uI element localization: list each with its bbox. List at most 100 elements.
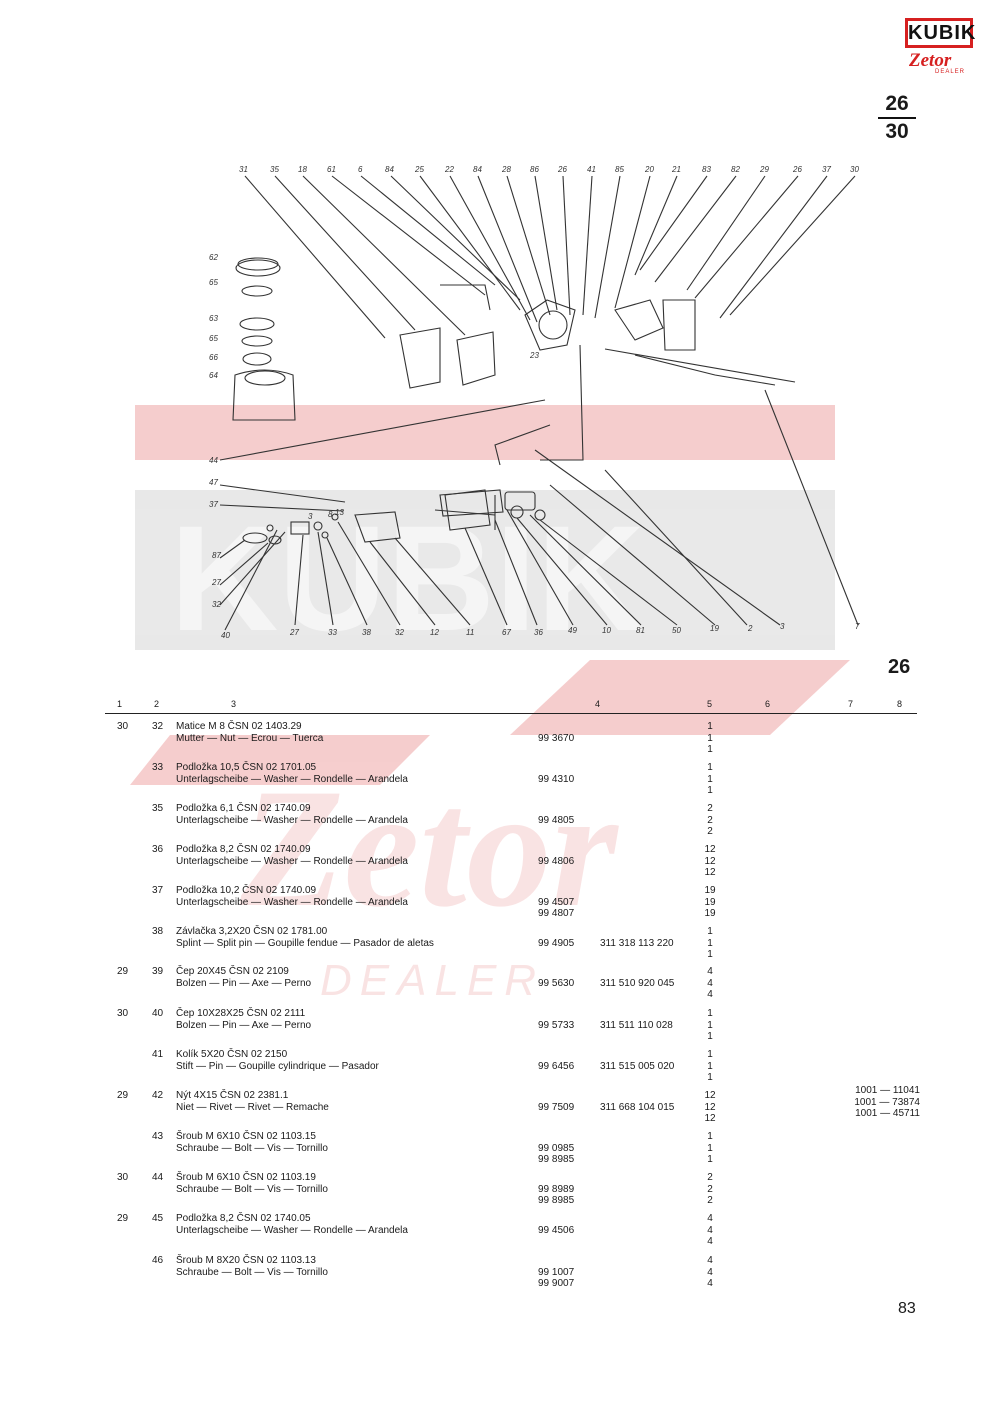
part-number: 99 4805	[538, 815, 598, 827]
alt-part-number-value: 311 510 920 045	[600, 977, 675, 989]
part-number: 99 7509	[538, 1102, 598, 1114]
quantity-value: 2	[707, 814, 713, 826]
callout-top-20: 26	[792, 165, 802, 174]
callout-bottom-6: 11	[466, 628, 474, 637]
part-number: 99 3670	[538, 733, 598, 745]
part-number: 99 4310	[538, 774, 598, 786]
callout-top-1: 31	[239, 165, 248, 174]
position-number: 37	[152, 885, 164, 896]
callout-top-10: 28	[501, 165, 511, 174]
part-name: Podložka 8,2 ČSN 02 1740.05	[176, 1213, 311, 1224]
callout-top-17: 83	[702, 165, 711, 174]
callout-top-22: 30	[850, 165, 859, 174]
page-reference: 26 30	[878, 92, 916, 144]
quantity-value: 4	[707, 1224, 713, 1236]
callout-bottom-11: 81	[636, 626, 645, 635]
watermark-sub: Zetor	[239, 754, 620, 942]
part-translation: Unterlagscheibe — Washer — Rondelle — Ar…	[176, 1224, 408, 1236]
quantity-value: 1	[707, 1154, 713, 1165]
part-translation: Bolzen — Pin — Axe — Perno	[176, 977, 312, 989]
position-number: 41	[152, 1049, 164, 1060]
serial-range-value: 1001 — 45711	[855, 1108, 920, 1119]
callout-left-6: 64	[209, 371, 218, 380]
callout-bottom-4: 32	[395, 628, 404, 637]
quantity-value: 2	[707, 803, 713, 814]
part-number-value: 99 0985	[538, 1142, 575, 1154]
part-number-value: 99 8989	[538, 1183, 575, 1195]
callout-top-12: 26	[557, 165, 567, 174]
quantity-value: 12	[704, 844, 716, 855]
part-translation: Splint — Split pin — Goupille fendue — P…	[176, 937, 434, 949]
callout-top-13: 41	[587, 165, 596, 174]
callout-bottom-14: 2	[747, 624, 753, 633]
callout-top-18: 82	[731, 165, 740, 174]
callout-bottom-16: 7	[855, 622, 860, 631]
callout-top-3: 18	[298, 165, 307, 174]
part-name: Šroub M 6X10 ČSN 02 1103.19	[176, 1172, 316, 1183]
quantity-value: 1	[707, 1131, 713, 1142]
position-number: 42	[152, 1090, 164, 1101]
group-number: 29	[117, 966, 129, 977]
quantity-value: 1	[707, 732, 713, 744]
part-name: Podložka 6,1 ČSN 02 1740.09	[176, 803, 311, 814]
quantity-value: 1	[707, 1060, 713, 1072]
position-number: 36	[152, 844, 164, 855]
part-number-value: 99 6456	[538, 1060, 575, 1072]
part-number-value: 99 4506	[538, 1224, 575, 1236]
part-translation: Schraube — Bolt — Vis — Tornillo	[176, 1183, 328, 1195]
header-rule	[105, 713, 917, 714]
part-number-value: 99 7509	[538, 1101, 575, 1113]
part-translation: Mutter — Nut — Ecrou — Tuerca	[176, 732, 324, 744]
position-number: 39	[152, 966, 164, 977]
callout-inner-1: 3	[308, 512, 313, 521]
quantity-value: 1	[707, 949, 713, 960]
quantity-value: 1	[707, 785, 713, 796]
alt-part-number: 311 515 005 020	[600, 1061, 700, 1073]
part-translation: Niet — Rivet — Rivet — Remache	[176, 1101, 329, 1113]
position-number: 46	[152, 1255, 164, 1266]
part-number-value: 99 4807	[538, 908, 575, 919]
part-name: Podložka 8,2 ČSN 02 1740.09	[176, 844, 311, 855]
quantity-value: 2	[707, 1172, 713, 1183]
page-number: 83	[898, 1300, 916, 1317]
callout-bottom-8: 36	[534, 628, 543, 637]
callout-bottom-5: 12	[430, 628, 439, 637]
part-name: Kolík 5X20 ČSN 02 2150	[176, 1049, 288, 1060]
callout-left-2: 65	[209, 278, 218, 287]
quantity-value: 4	[707, 1266, 713, 1278]
callout-top-6: 84	[385, 165, 394, 174]
part-translation: Unterlagscheibe — Washer — Rondelle — Ar…	[176, 855, 408, 867]
part-number-value: 99 4805	[538, 814, 575, 826]
quantity-value: 4	[707, 1278, 713, 1289]
group-number: 30	[117, 721, 129, 732]
callout-left-4: 65	[209, 334, 218, 343]
quantity-value: 1	[707, 1008, 713, 1019]
callout-bottom-2: 33	[328, 628, 337, 637]
callout-bottom-9: 49	[568, 626, 577, 635]
col-header-2: 2	[154, 699, 160, 709]
alt-part-number-value: 311 668 104 015	[600, 1101, 675, 1113]
part-name: Čep 10X28X25 ČSN 02 2111	[176, 1008, 306, 1019]
callout-top-14: 85	[615, 165, 624, 174]
quantity-value: 1	[707, 721, 713, 732]
quantity-value: 1	[707, 773, 713, 785]
alt-part-number: 311 318 113 220	[600, 938, 700, 950]
quantity-value: 19	[704, 908, 716, 919]
part-translation: Unterlagscheibe — Washer — Rondelle — Ar…	[176, 814, 408, 826]
part-number: 99 6456	[538, 1061, 598, 1073]
callout-inner-2: 8	[328, 510, 333, 519]
callout-bottom-13: 19	[710, 624, 719, 633]
